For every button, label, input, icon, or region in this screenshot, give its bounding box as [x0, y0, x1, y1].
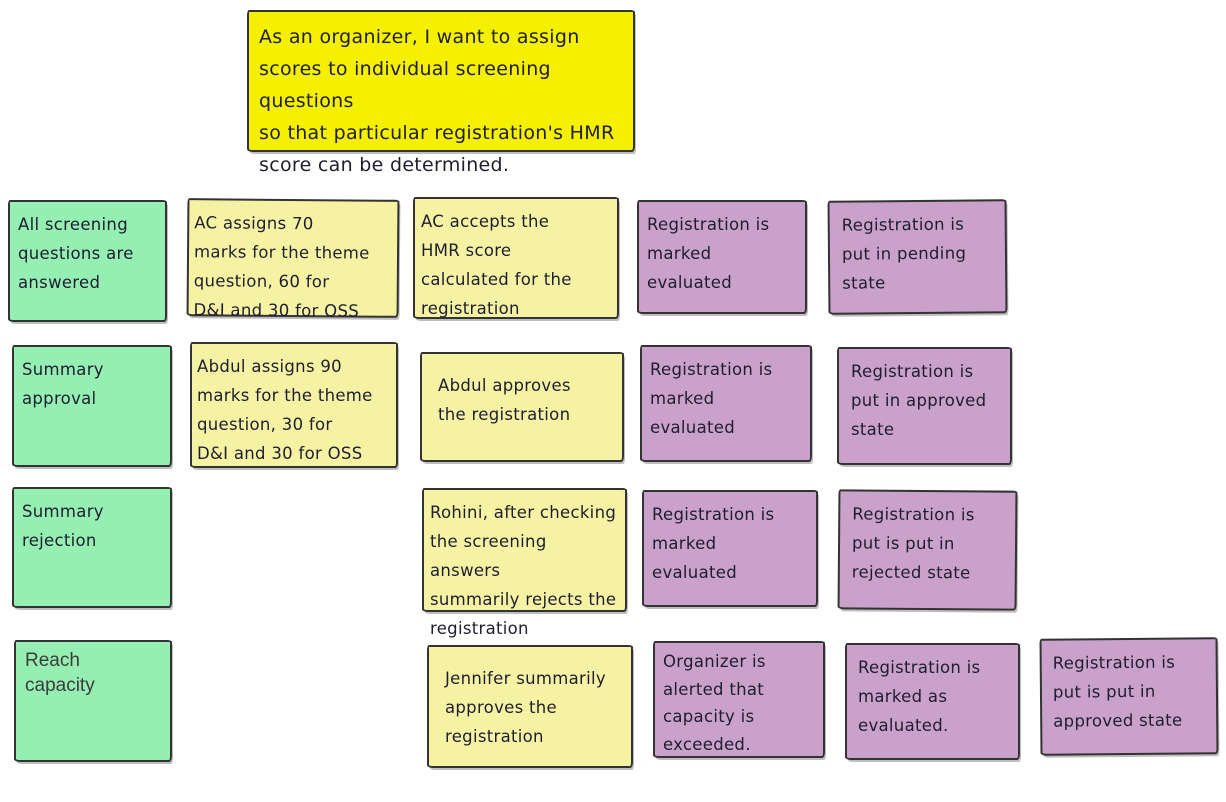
note-organizer-alerted[interactable]: Organizer is alerted that capacity is ex…	[653, 641, 825, 758]
note-summary-approval[interactable]: Summary approval	[12, 345, 172, 467]
note-marked-evaluated-2[interactable]: Registration is marked evaluated	[640, 345, 812, 462]
note-approved-state-2[interactable]: Registration is put is put in approved s…	[1039, 637, 1219, 756]
note-abdul-assigns-90[interactable]: Abdul assigns 90 marks for the theme que…	[190, 342, 398, 468]
note-marked-evaluated-4[interactable]: Registration is marked as evaluated.	[845, 643, 1020, 760]
note-summary-rejection[interactable]: Summary rejection	[12, 487, 172, 608]
note-approved-state-1[interactable]: Registration is put in approved state	[837, 347, 1012, 465]
note-jennifer-approves[interactable]: Jennifer summarily approves the registra…	[427, 645, 633, 768]
note-rohini-rejects[interactable]: Rohini, after checking the screening ans…	[422, 488, 627, 638]
note-ac-accepts-hmr-score[interactable]: AC accepts the HMR score calculated for …	[413, 197, 619, 319]
note-abdul-approves[interactable]: Abdul approves the registration	[420, 352, 624, 462]
note-marked-evaluated-3[interactable]: Registration is marked evaluated	[642, 490, 818, 607]
note-marked-evaluated-1[interactable]: Registration is marked evaluated	[637, 200, 807, 314]
note-pending-state[interactable]: Registration is put in pending state	[827, 199, 1008, 315]
note-rejected-state[interactable]: Registration is put is put in rejected s…	[837, 489, 1018, 611]
note-ac-assigns-70[interactable]: AC assigns 70 marks for the theme questi…	[186, 198, 400, 321]
note-all-screening-answered[interactable]: All screening questions are answered	[8, 200, 167, 322]
note-reach-capacity[interactable]: Reach capacity	[14, 640, 172, 762]
story-note[interactable]: As an organizer, I want to assign scores…	[247, 10, 635, 176]
